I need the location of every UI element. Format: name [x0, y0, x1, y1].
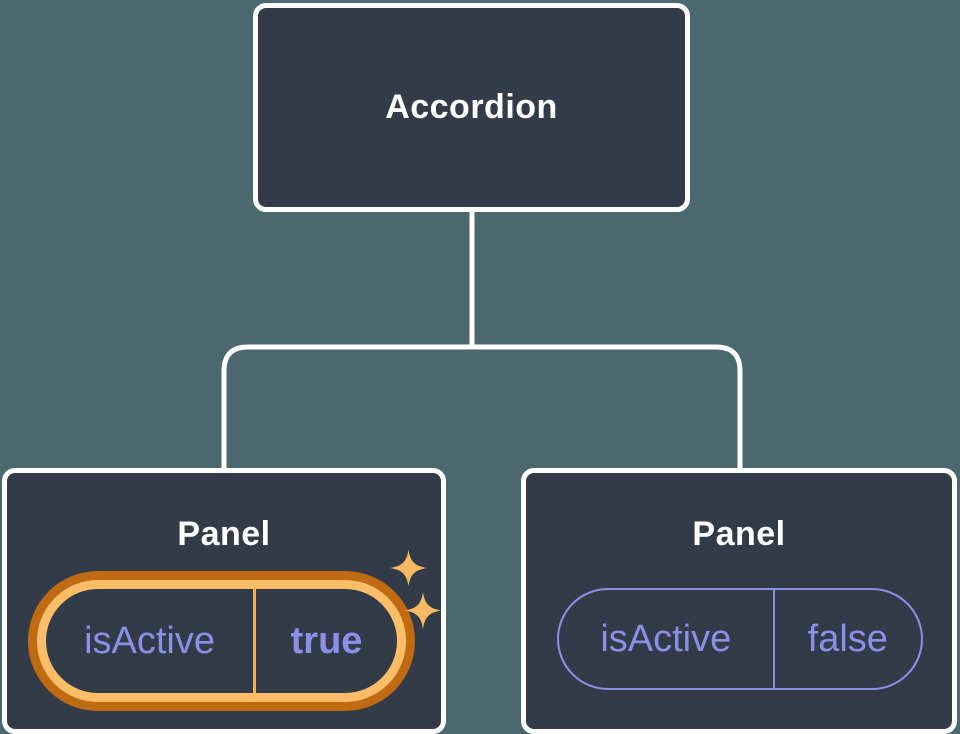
accordion-node-label: Accordion	[385, 88, 558, 126]
sparkle-icon-small	[404, 592, 442, 629]
connector-branch-bracket	[221, 344, 743, 470]
panel-node-inactive: Panel isActive false	[521, 468, 957, 734]
panel-node-active: Panel isActive true	[2, 468, 446, 734]
state-pill-inactive: isActive false	[557, 588, 923, 690]
state-prop-name: isActive	[600, 617, 732, 660]
state-prop-value: true	[290, 619, 363, 662]
state-pill-active: isActive true	[37, 580, 406, 702]
panel-node-title: Panel	[177, 515, 271, 553]
pill-divider	[253, 589, 257, 693]
state-prop-name: isActive	[84, 619, 215, 662]
sparkle-icon-large	[390, 549, 427, 587]
accordion-node: Accordion	[253, 3, 690, 212]
panel-node-title: Panel	[692, 515, 786, 553]
pill-divider	[772, 590, 775, 688]
state-prop-value: false	[807, 617, 888, 660]
